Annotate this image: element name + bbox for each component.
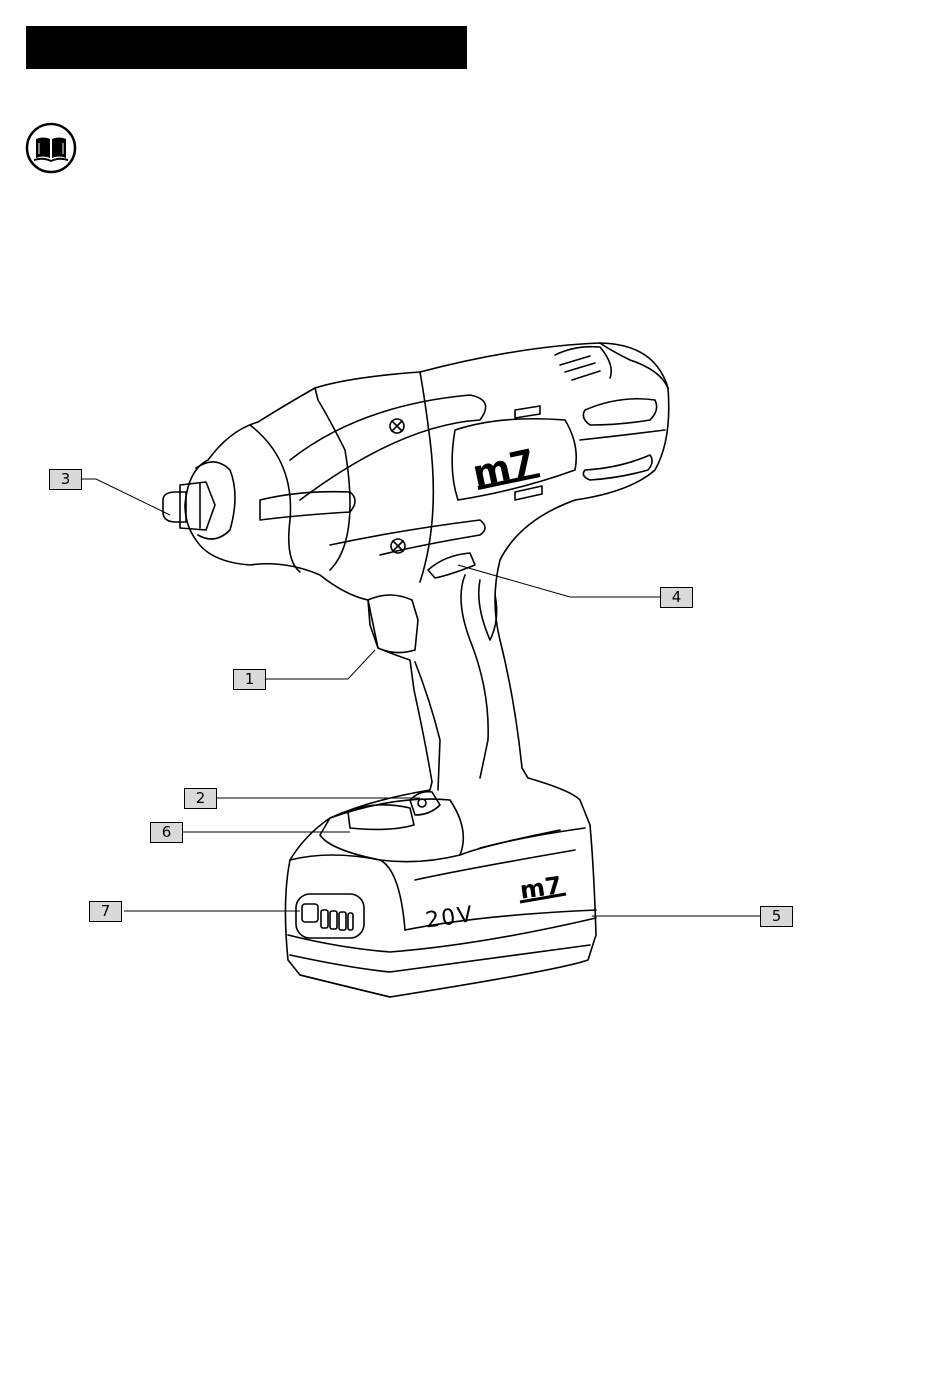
callout-4: 4 [660, 587, 693, 608]
battery-release-button [348, 805, 414, 830]
leader-line-1 [266, 650, 375, 679]
battery-voltage-label: 20V [424, 902, 476, 934]
callout-2: 2 [184, 788, 217, 809]
callout-5: 5 [760, 906, 793, 927]
callout-6: 6 [150, 822, 183, 843]
leader-line-4 [458, 565, 660, 597]
callout-1: 1 [233, 669, 266, 690]
trigger-outline [368, 595, 418, 653]
leader-line-3 [82, 479, 170, 515]
anvil-outline [196, 462, 235, 539]
callout-3: 3 [49, 469, 82, 490]
callout-7: 7 [89, 901, 122, 922]
